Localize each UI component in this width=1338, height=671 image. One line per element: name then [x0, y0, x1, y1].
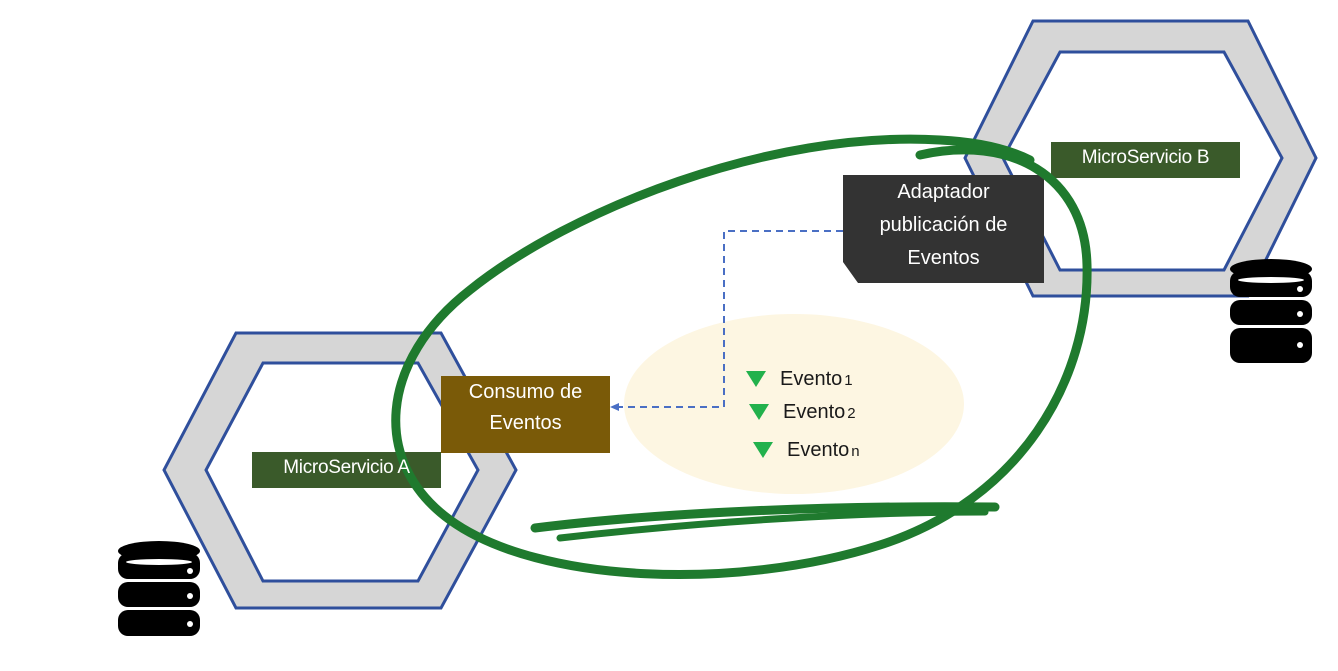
microservice-a-label: MicroServicio A — [283, 457, 410, 478]
publisher-box-bg — [843, 175, 1044, 283]
event-number: 2 — [847, 405, 856, 422]
database-b-icon — [1230, 259, 1312, 363]
triangle-marker-icon — [753, 441, 773, 458]
connector-arrowhead-icon — [610, 403, 619, 411]
consumer-box-bg — [441, 376, 610, 453]
consumer-box: Consumo de Eventos — [441, 376, 610, 453]
microservice-b-label: MicroServicio B — [1081, 147, 1210, 168]
event-name: Evento — [787, 439, 850, 461]
microservice-b-label-bg — [1051, 142, 1240, 178]
consumer-label-line2: Eventos — [489, 412, 562, 434]
publisher-label-line2: publicación de — [879, 214, 1008, 236]
consumer-label-line1: Consumo de — [468, 381, 583, 403]
database-a-icon — [118, 541, 200, 636]
triangle-marker-icon — [746, 370, 766, 387]
publisher-box: Adaptador publicación de Eventos — [843, 175, 1044, 283]
event-flow-connector — [616, 230, 843, 408]
event-number: n — [851, 443, 860, 460]
publisher-label-line3: Eventos — [907, 247, 980, 269]
event-number: 1 — [844, 372, 853, 389]
event-name: Evento — [783, 401, 846, 423]
triangle-marker-icon — [749, 403, 769, 420]
publisher-label-line1: Adaptador — [897, 181, 990, 203]
event-name: Evento — [780, 368, 843, 390]
event-stream-cloud — [624, 314, 964, 494]
highlight-ellipse — [391, 134, 1092, 579]
